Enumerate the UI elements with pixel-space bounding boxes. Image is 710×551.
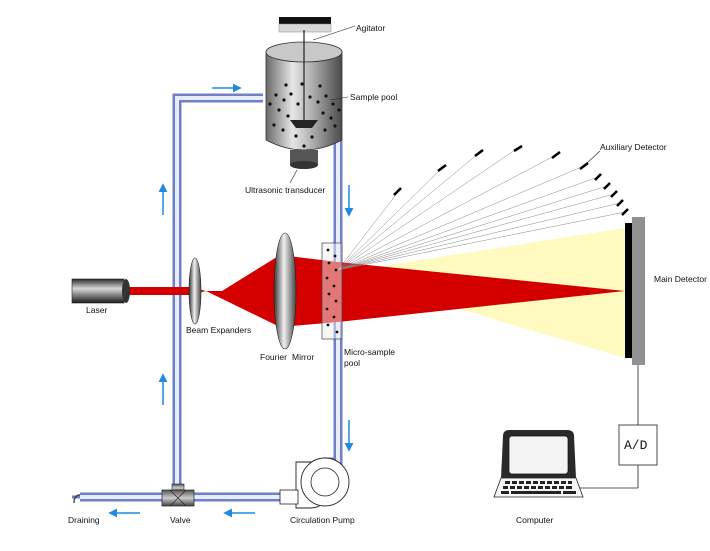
ultrasonic-transducer-body (290, 150, 318, 165)
auxiliary-detector-label: Auxiliary Detector (600, 142, 667, 152)
micro-sample-label-line1: Micro-sample (344, 347, 395, 357)
agitator-motor (279, 17, 331, 24)
circulation-pump-label: Circulation Pump (290, 515, 355, 525)
agitator-blade (290, 120, 318, 128)
computer-label: Computer (516, 515, 553, 525)
signal-wiring (578, 365, 639, 489)
flow-arrows (108, 83, 354, 518)
drain-outlet (73, 494, 81, 504)
sample-pool (265, 17, 356, 184)
circulation-pump (279, 457, 350, 509)
micro-sample-label-line2: pool (344, 358, 360, 368)
ad-converter-label: A/D (624, 438, 648, 453)
computer-screen (508, 435, 569, 475)
micro-sample-pool (321, 242, 343, 340)
valve (161, 483, 195, 507)
sample-particles (268, 82, 341, 148)
auxiliary-detector-elements (393, 144, 629, 216)
fourier-label: Fourier (260, 352, 287, 362)
ad-converter-box (618, 424, 658, 466)
beam-expander-lens (188, 257, 202, 325)
sample-pool-label: Sample pool (350, 92, 397, 102)
mirror-label: Mirror (292, 352, 314, 362)
beam-expanders-label: Beam Expanders (186, 325, 251, 335)
auxiliary-detector-array (337, 147, 626, 271)
ultrasonic-transducer-label: Ultrasonic transducer (245, 185, 325, 195)
main-detector-sensor (625, 223, 632, 358)
laser-source (71, 278, 130, 304)
computer-laptop (493, 430, 584, 498)
laser-label: Laser (86, 305, 107, 315)
agitator-label: Agitator (356, 23, 385, 33)
draining-label: Draining (68, 515, 100, 525)
fourier-lens (273, 232, 297, 350)
main-detector-label: Main Detector (654, 274, 707, 284)
valve-label: Valve (170, 515, 191, 525)
main-detector-housing (632, 217, 645, 365)
